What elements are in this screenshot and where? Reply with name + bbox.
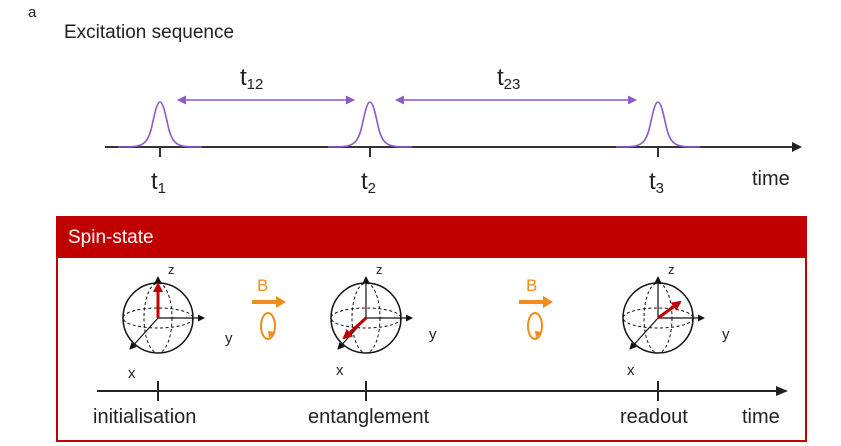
axis-label-y-1: y [225, 330, 233, 347]
stage-label-readout: readout [620, 406, 688, 428]
spin-state-header: Spin-state [58, 218, 805, 258]
interval-label-23: t23 [497, 64, 521, 93]
excitation-diagram [105, 95, 802, 157]
bloch-sphere-entanglement [330, 276, 413, 354]
magnetic-field-icon-2 [519, 296, 553, 340]
axis-label-z-2: z [376, 262, 383, 277]
pulse-label-t2: t2 [361, 168, 377, 197]
pulse-1 [117, 101, 203, 148]
spin-axis-label: time [742, 406, 780, 428]
spin-vector-superposition [342, 316, 368, 340]
stage-label-entanglement: entanglement [308, 406, 430, 428]
axis-label-x-1: x [128, 365, 136, 382]
bloch-sphere-readout [622, 276, 705, 354]
stage-label-initialisation: initialisation [93, 406, 197, 428]
excitation-axis-label: time [752, 168, 790, 190]
axis-label-x-3: x [627, 362, 635, 379]
axis-label-y-3: y [722, 326, 730, 343]
axis-label-x-2: x [336, 362, 344, 379]
pulse-3 [615, 101, 701, 148]
axis-label-z-3: z [668, 262, 675, 277]
magnetic-field-icon-1 [252, 296, 286, 340]
field-label-1: B [257, 276, 269, 295]
interval-label-12: t12 [240, 64, 264, 93]
axis-label-z-1: z [168, 262, 175, 277]
bloch-sphere-initialisation [122, 276, 205, 354]
pulse-label-t1: t1 [151, 168, 167, 197]
spin-vector-readout [657, 300, 682, 320]
spin-state-panel: Spin-state [56, 216, 807, 442]
field-label-2: B [526, 276, 538, 295]
panel-label: a [28, 4, 37, 21]
pulse-label-t3: t3 [649, 168, 665, 197]
axis-label-y-2: y [429, 326, 437, 343]
pulse-2 [327, 101, 413, 148]
excitation-title: Excitation sequence [64, 22, 235, 43]
